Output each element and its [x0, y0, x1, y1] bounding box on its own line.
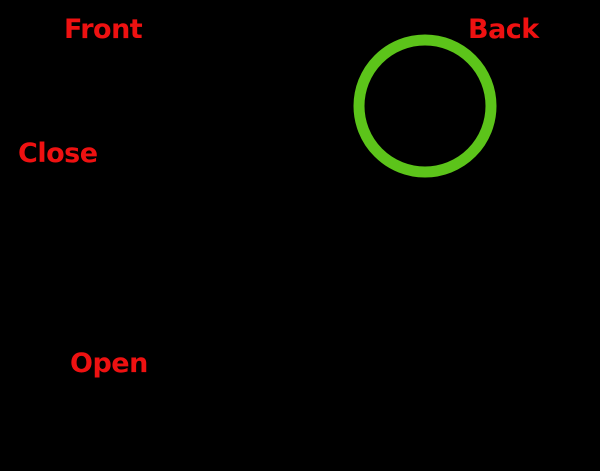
annotation-label-close: Close	[18, 138, 98, 169]
back-region-highlight-circle[interactable]	[353, 34, 497, 178]
annotation-label-back: Back	[468, 14, 539, 45]
annotation-label-front: Front	[64, 14, 143, 45]
annotation-label-open: Open	[70, 348, 148, 379]
